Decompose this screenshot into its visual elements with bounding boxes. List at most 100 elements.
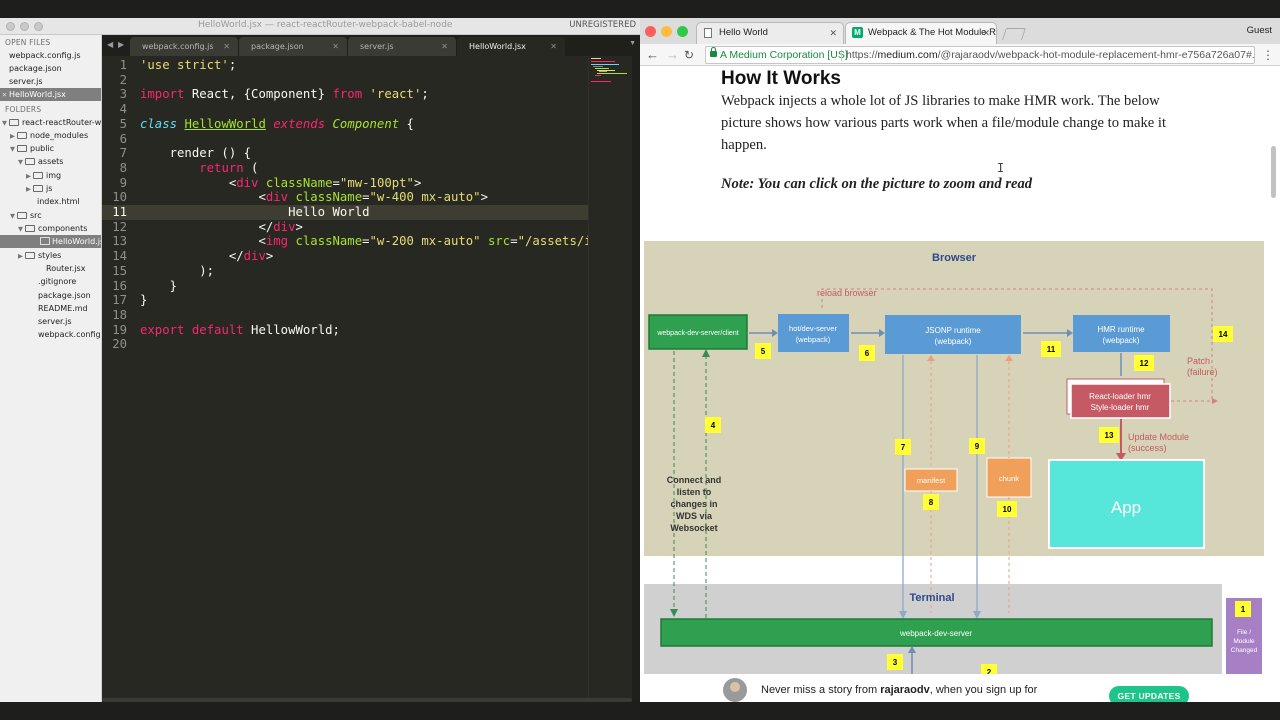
folder-item[interactable]: ▼assets <box>0 155 101 168</box>
minimize-window-button[interactable] <box>661 26 672 37</box>
guest-profile[interactable]: Guest <box>1246 25 1272 36</box>
loader-hmr-box <box>1070 383 1171 419</box>
close-file-icon: ✕ <box>1 91 8 99</box>
svg-text:WDS via: WDS via <box>676 511 713 521</box>
sublime-titlebar: HelloWorld.jsx — react-reactRouter-webpa… <box>0 18 640 35</box>
file-item[interactable]: README.md <box>38 304 88 313</box>
code-line: 20 <box>112 337 127 352</box>
tab-prev-icon[interactable]: ◀ <box>107 40 114 49</box>
close-window-button[interactable] <box>645 26 656 37</box>
tab-dropdown-icon[interactable]: ▼ <box>629 40 636 47</box>
app-box <box>1048 459 1205 549</box>
browser-tab-hello-world[interactable]: Hello World✕ <box>696 22 844 44</box>
code-line: 4 <box>119 102 127 117</box>
folder-icon <box>9 119 19 126</box>
svg-text:2: 2 <box>987 668 992 677</box>
back-button[interactable]: ← <box>646 47 659 62</box>
banner-text: Never miss a story from rajaraodv, when … <box>761 684 1038 696</box>
svg-text:(failure): (failure) <box>1187 367 1218 377</box>
folder-item[interactable]: ▶styles <box>0 249 101 262</box>
svg-text:Module: Module <box>1233 638 1255 645</box>
app-label: App <box>1111 498 1141 517</box>
code-line: 13 <img className="w-200 mx-auto" src="/… <box>112 234 588 249</box>
folder-item[interactable]: ▼public <box>0 142 101 155</box>
svg-text:1: 1 <box>1241 605 1246 614</box>
file-item[interactable]: index.html <box>37 197 80 206</box>
close-tab-icon: ✕ <box>223 42 230 51</box>
ev-org-label: A Medium Corporation [US] <box>720 49 848 61</box>
code-line: 10 <div className="w-400 mx-auto"> <box>112 190 488 205</box>
browser-toolbar: ← → ↻ A Medium Corporation [US] https://… <box>640 44 1280 66</box>
file-item[interactable]: server.js <box>38 317 72 326</box>
folder-item[interactable]: ▶img <box>0 169 101 182</box>
new-tab-button[interactable] <box>1002 28 1026 40</box>
editor-scrollbar[interactable] <box>632 56 640 702</box>
close-tab-icon: ✕ <box>332 42 339 51</box>
open-file-item[interactable]: server.js <box>9 77 43 86</box>
address-bar[interactable]: A Medium Corporation [US] https://medium… <box>705 46 1255 64</box>
folder-icon <box>25 158 35 165</box>
zoom-window-button[interactable] <box>34 22 43 31</box>
folder-item[interactable]: ▶js <box>0 182 101 195</box>
svg-text:File /: File / <box>1237 629 1251 636</box>
editor-horizontal-scrollbar[interactable] <box>102 698 632 702</box>
page-scrollbar[interactable] <box>1271 146 1276 198</box>
open-file-item-active[interactable]: ✕HelloWorld.jsx <box>0 88 101 101</box>
get-updates-button[interactable]: GET UPDATES <box>1109 686 1189 702</box>
open-file-item[interactable]: webpack.config.js <box>9 51 81 60</box>
code-line: 7 render () { <box>119 146 252 161</box>
folder-icon <box>25 225 35 232</box>
file-item[interactable]: Router.jsx <box>46 264 86 273</box>
step-badge <box>1235 601 1251 617</box>
file-item-active[interactable]: HelloWorld.js <box>0 235 101 248</box>
chevron-right-icon: ▶ <box>10 132 15 140</box>
file-icon <box>40 237 50 245</box>
reload-button[interactable]: ↻ <box>684 48 695 62</box>
code-line: 15 ); <box>112 263 215 278</box>
folder-item[interactable]: ▼src <box>0 209 101 222</box>
tab-helloworld-jsx[interactable]: HelloWorld.jsx✕ <box>457 37 565 56</box>
svg-text:HMR runtime: HMR runtime <box>1097 325 1145 334</box>
svg-text:5: 5 <box>761 347 766 356</box>
svg-text:listen to: listen to <box>677 487 712 497</box>
client-label: webpack-dev-server/client <box>656 330 738 337</box>
file-item[interactable]: webpack.config.js <box>38 330 101 339</box>
folder-item[interactable]: ▼components <box>0 222 101 235</box>
folder-item[interactable]: ▶node_modules <box>0 129 101 142</box>
tab-next-icon[interactable]: ▶ <box>118 40 125 49</box>
minimize-window-button[interactable] <box>20 22 29 31</box>
hmr-runtime-box <box>1073 315 1170 352</box>
step-badge <box>1213 326 1233 342</box>
browser-menu-icon[interactable]: ⋮ <box>1262 48 1274 62</box>
svg-text:Connect and: Connect and <box>667 475 722 485</box>
close-tab-icon: ✕ <box>441 42 448 51</box>
zoom-window-button[interactable] <box>677 26 688 37</box>
tab-webpack-config[interactable]: webpack.config.js✕ <box>130 37 238 56</box>
open-file-item[interactable]: package.json <box>9 64 62 73</box>
code-line: 6 <box>119 131 127 146</box>
minimap[interactable] <box>588 56 632 702</box>
folder-item[interactable]: ▼react-reactRouter-w <box>0 116 101 129</box>
code-line: 17} <box>112 293 148 308</box>
close-window-button[interactable] <box>6 22 15 31</box>
chevron-down-icon: ▼ <box>10 145 15 153</box>
open-files-header: OPEN FILES <box>5 38 51 47</box>
browser-label: Browser <box>932 252 977 264</box>
svg-text:manifest: manifest <box>917 476 946 485</box>
svg-text:9: 9 <box>975 442 980 451</box>
file-item[interactable]: .gitignore <box>38 277 77 286</box>
file-item[interactable]: package.json <box>38 291 91 300</box>
code-line: 16 } <box>112 278 178 293</box>
tab-package-json[interactable]: package.json✕ <box>239 37 347 56</box>
author-avatar <box>723 678 747 702</box>
hmr-diagram[interactable]: Browser reload browser webpack-dev-serve… <box>644 241 1264 702</box>
chevron-down-icon: ▼ <box>18 158 23 166</box>
tab-server-js[interactable]: server.js✕ <box>348 37 456 56</box>
folders-header: FOLDERS <box>5 105 42 114</box>
forward-button[interactable]: → <box>666 47 679 62</box>
svg-text:Websocket: Websocket <box>670 523 717 533</box>
signup-banner: Never miss a story from rajaraodv, when … <box>640 674 1280 702</box>
